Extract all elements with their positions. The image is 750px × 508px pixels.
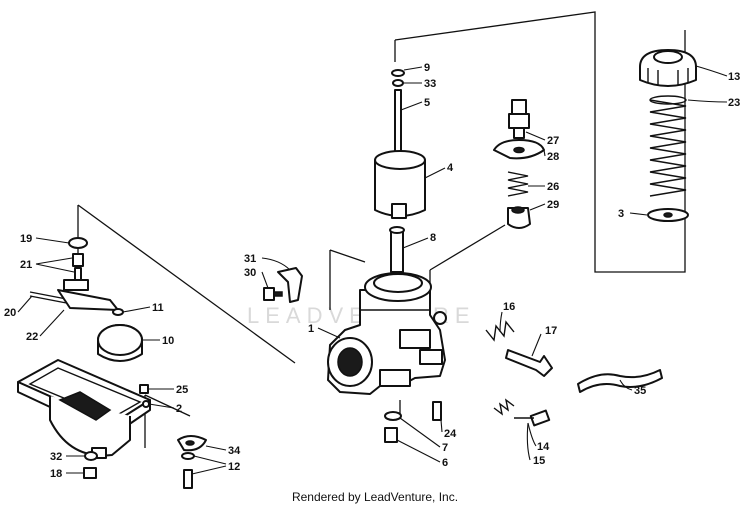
plunger-29: [507, 206, 531, 229]
callout-25: 25: [176, 384, 188, 396]
callout-5: 5: [424, 97, 430, 109]
oring-19: [68, 237, 88, 249]
float-bowl: [17, 359, 151, 459]
jet-needle: [393, 89, 403, 163]
cable-bracket: [277, 267, 303, 303]
render-credit-caption: Rendered by LeadVenture, Inc.: [291, 490, 459, 504]
spring-seat-washer: [647, 208, 689, 222]
callout-10: 10: [162, 335, 174, 347]
callout-15: 15: [533, 455, 545, 467]
callout-9: 9: [424, 62, 430, 74]
callout-7: 7: [442, 442, 448, 454]
callout-16: 16: [503, 301, 515, 313]
callout-1: 1: [308, 323, 314, 335]
callout-33: 33: [424, 78, 436, 90]
callout-26: 26: [547, 181, 559, 193]
callout-29: 29: [547, 199, 559, 211]
gasket-28: [493, 139, 545, 160]
callout-31: 31: [244, 253, 256, 265]
callout-8: 8: [430, 232, 436, 244]
idle-screw: [514, 409, 551, 427]
callout-2: 2: [176, 403, 182, 415]
screw-11: [112, 308, 124, 316]
callout-35: 35: [634, 385, 646, 397]
callout-28: 28: [547, 151, 559, 163]
callout-24: 24: [444, 428, 457, 440]
spring-26: [507, 171, 529, 197]
needle-jet: [389, 226, 405, 273]
needle-washer: [392, 79, 404, 87]
float-arm-22: [57, 279, 119, 311]
callout-6: 6: [442, 457, 448, 469]
jet-6: [384, 427, 398, 443]
gasket-2: [142, 400, 150, 408]
callout-labels: 9 33 5 4 8 13 23 3 27 28 26 29 31 30 1 1…: [4, 62, 740, 480]
pilot-screw: [505, 349, 553, 377]
carb-top-cap: [639, 49, 697, 87]
carburetor-body: [327, 272, 447, 395]
screws-12: [181, 452, 195, 489]
callout-34: 34: [228, 445, 241, 457]
needle-valve-21: [72, 253, 84, 283]
callout-27: 27: [547, 135, 559, 147]
throttle-valve: [374, 150, 426, 219]
bracket-screw: [263, 287, 283, 301]
callout-19: 19: [20, 233, 32, 245]
callout-17: 17: [545, 325, 557, 337]
callout-4: 4: [447, 162, 454, 174]
callout-12: 12: [228, 461, 240, 473]
idle-screw-spring: [493, 398, 515, 416]
float-10: [97, 324, 143, 362]
callout-20: 20: [4, 307, 16, 319]
callout-23: 23: [728, 97, 740, 109]
leader-lines: [17, 65, 728, 475]
callout-32: 32: [50, 451, 62, 463]
washer-7: [384, 411, 402, 421]
throttle-spring: [649, 95, 687, 197]
screw-24: [432, 401, 442, 421]
callout-22: 22: [26, 331, 38, 343]
drain-screw-18: [83, 467, 97, 479]
fitting-27: [508, 99, 530, 139]
screw-25: [139, 384, 149, 394]
callout-14: 14: [537, 441, 550, 453]
bracket-34: [177, 435, 207, 452]
needle-clip: [391, 69, 405, 77]
callout-13: 13: [728, 71, 740, 83]
callout-18: 18: [50, 468, 62, 480]
callout-21: 21: [20, 259, 32, 271]
oring-32: [84, 451, 98, 461]
callout-11: 11: [152, 302, 164, 314]
callout-3: 3: [618, 208, 624, 220]
callout-30: 30: [244, 267, 256, 279]
